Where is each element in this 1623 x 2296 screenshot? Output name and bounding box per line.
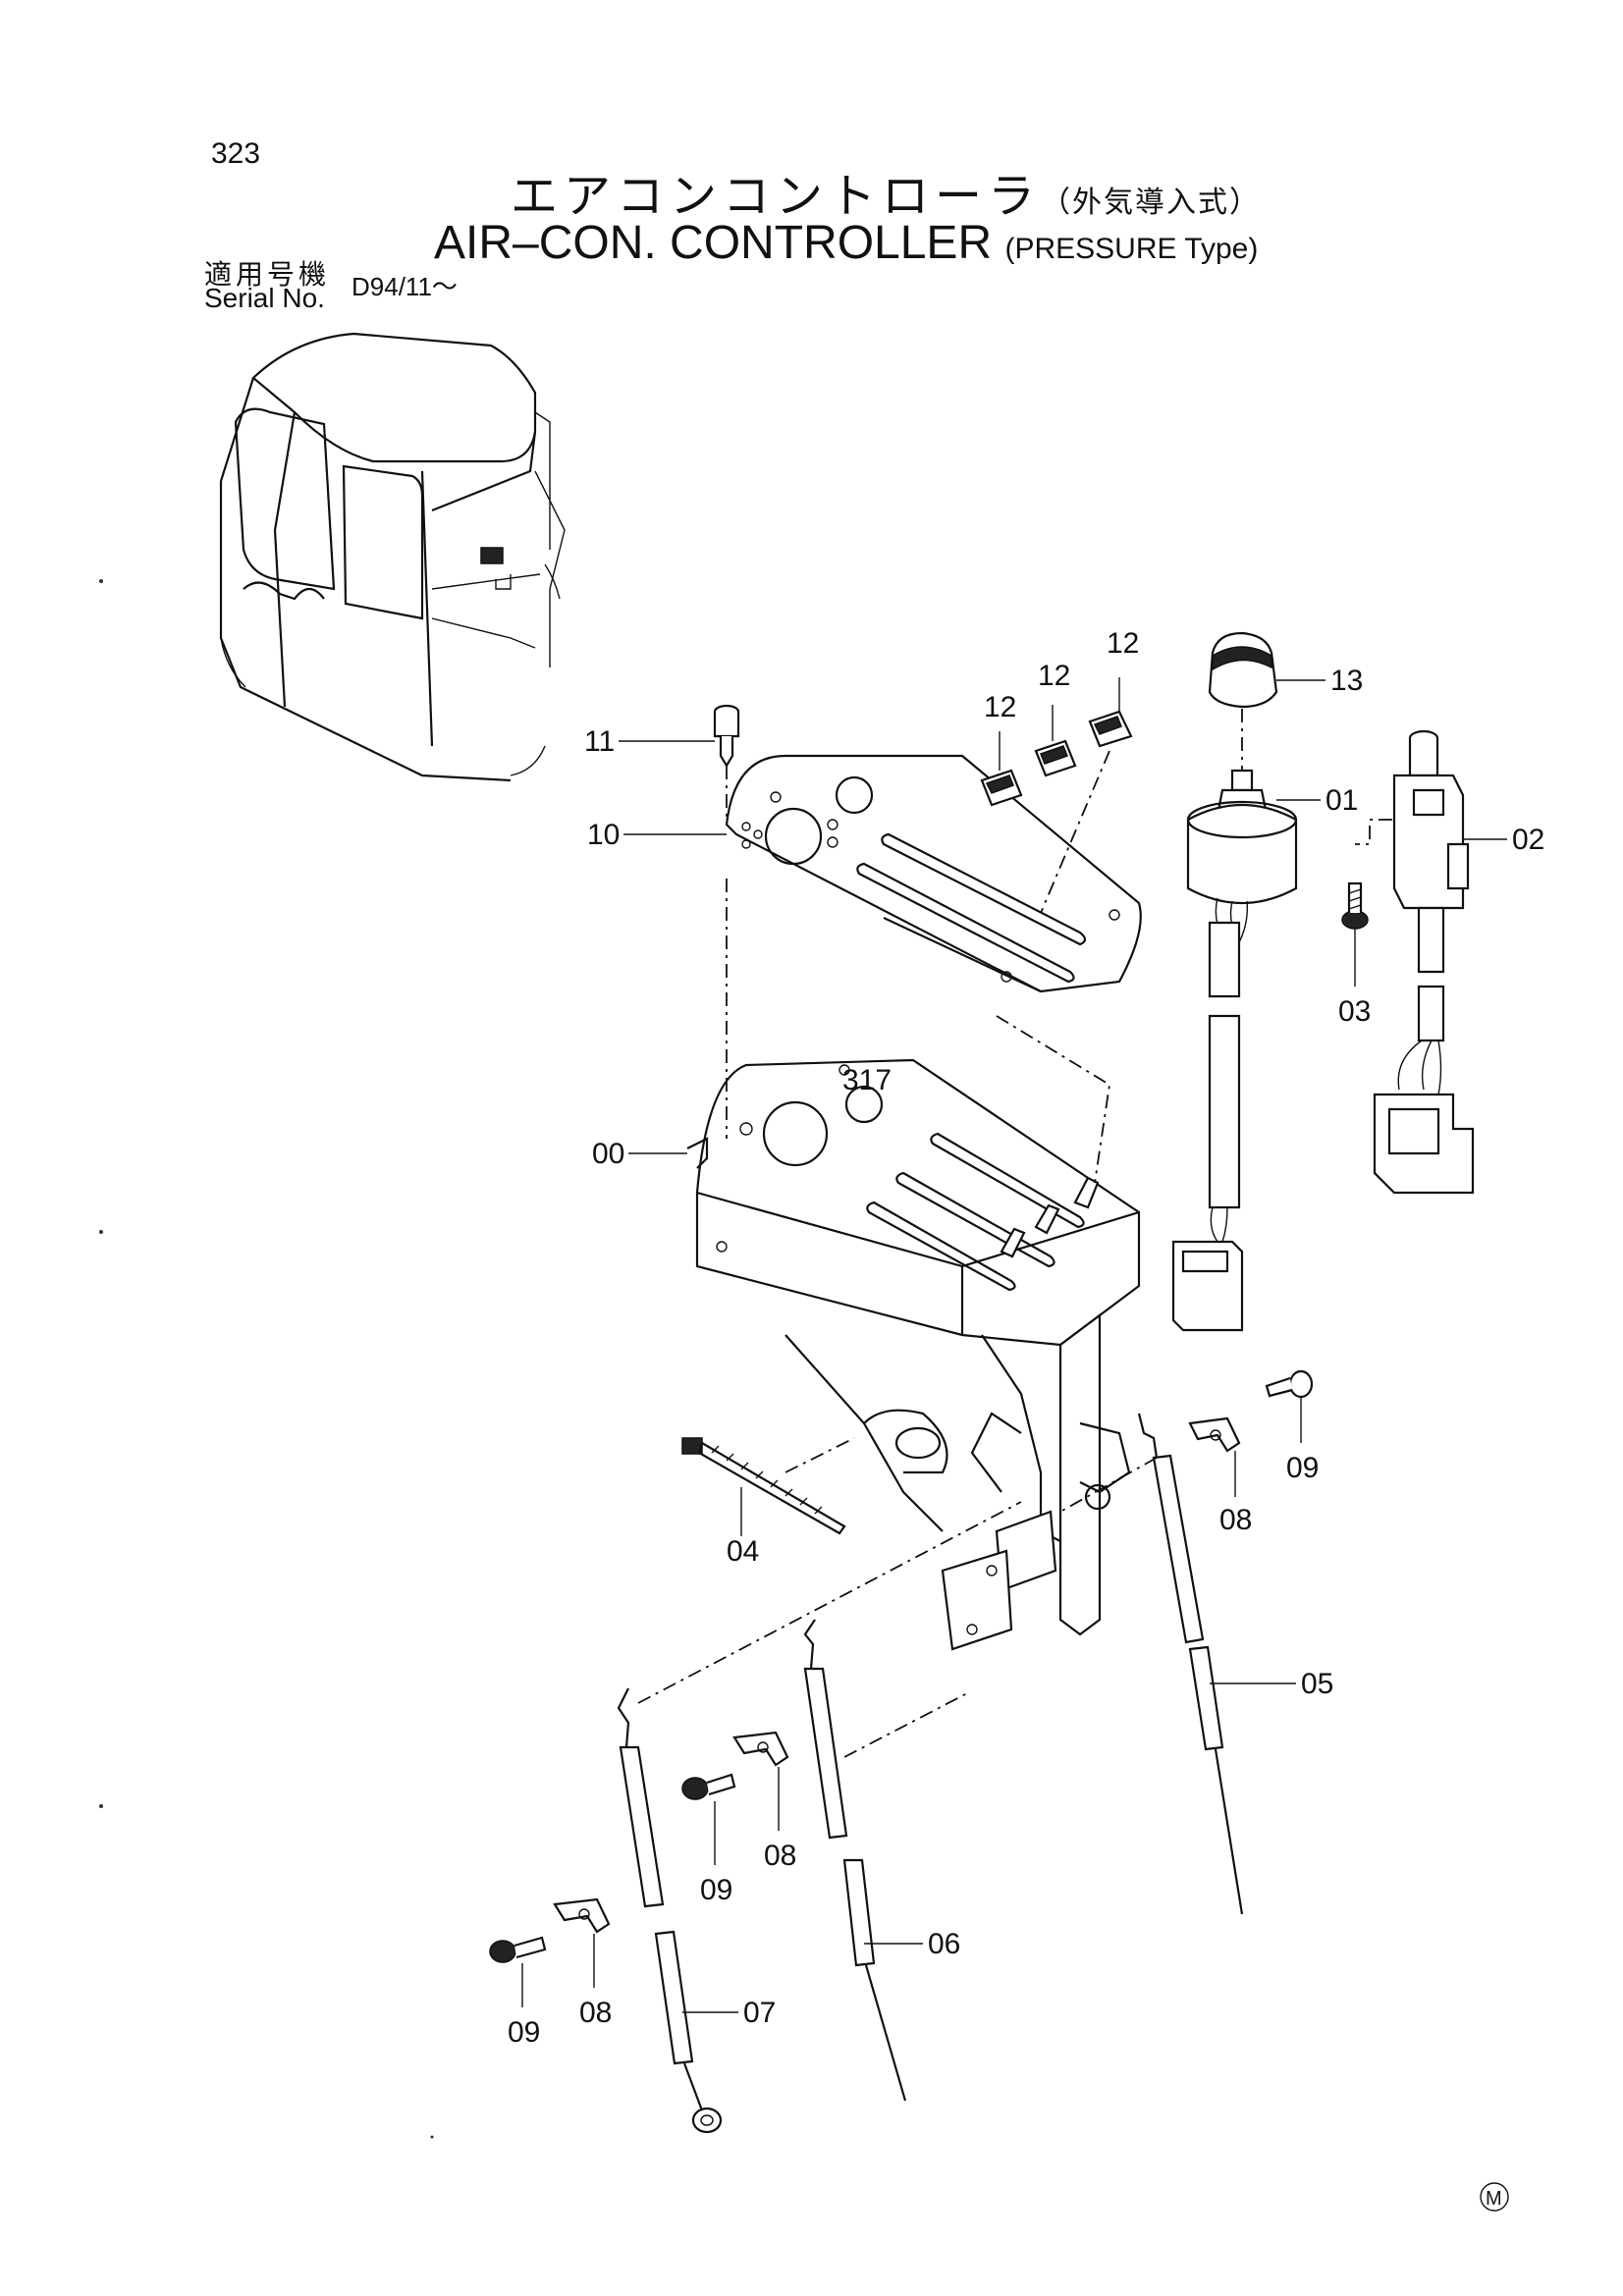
title-en-sub: (PRESSURE Type) <box>1004 233 1259 265</box>
reference-317-label: 317 <box>842 1064 892 1096</box>
part-07-cable <box>617 1501 1022 2134</box>
callouts: 12 12 12 13 11 01 02 10 03 00 09 04 08 0… <box>508 627 1544 2049</box>
mark-letter: M <box>1486 2188 1502 2210</box>
callout-12c: 12 <box>984 691 1016 723</box>
part-11-pin <box>713 704 740 823</box>
callout-11: 11 <box>584 725 615 758</box>
margin-marks <box>99 579 434 2139</box>
cab-illustration <box>219 332 566 782</box>
callout-10: 10 <box>587 819 620 851</box>
part-05-cable <box>1059 1413 1244 1915</box>
callout-01: 01 <box>1325 784 1358 817</box>
part-04-cable-tie <box>681 1437 855 1535</box>
callout-04: 04 <box>727 1535 759 1568</box>
callout-09c: 09 <box>508 2016 540 2049</box>
callout-02: 02 <box>1512 824 1544 856</box>
callout-09a: 09 <box>1286 1452 1319 1484</box>
callout-03: 03 <box>1338 995 1371 1028</box>
callout-06: 06 <box>928 1928 960 1960</box>
part-01-switch <box>1171 769 1298 1332</box>
part-03-screw <box>1341 881 1369 930</box>
part-10-panel <box>725 754 1142 993</box>
callout-13: 13 <box>1330 665 1363 697</box>
part-08-clamps <box>553 1416 1241 1934</box>
callout-09b: 09 <box>700 1874 732 1906</box>
callout-12b: 12 <box>1038 660 1070 692</box>
callout-05: 05 <box>1301 1668 1333 1700</box>
serial-label-japanese: 適用号機 <box>204 258 331 291</box>
callout-07: 07 <box>743 1997 776 2029</box>
part-00-bracket: 317 <box>686 879 1141 1347</box>
part-09-screws <box>489 1369 1314 1963</box>
part-12-knobs <box>980 710 1133 914</box>
callout-12a: 12 <box>1107 627 1139 660</box>
callout-08c: 08 <box>579 1997 612 2029</box>
title-japanese: エアコンコントローラ（外気導入式） <box>511 157 1261 226</box>
serial-label-english: Serial No. <box>204 283 325 313</box>
part-02-switch <box>1355 729 1475 1195</box>
part-06-cable <box>803 1619 968 2102</box>
title-jp-sub: （外気導入式） <box>1041 186 1262 220</box>
title-en-main: AIR–CON. CONTROLLER <box>434 217 993 269</box>
manufacturer-mark: M <box>1480 2182 1509 2212</box>
callout-08a: 08 <box>1219 1504 1252 1536</box>
title-jp-main: エアコンコントローラ <box>511 169 1042 224</box>
callout-08b: 08 <box>764 1840 796 1872</box>
serial-value: D94/11～ <box>352 272 458 301</box>
part-13-rotary-knob <box>1208 631 1278 771</box>
callout-00: 00 <box>592 1138 624 1170</box>
lower-stand <box>784 1312 1131 1651</box>
page-number: 323 <box>211 137 261 170</box>
title-english: AIR–CON. CONTROLLER (PRESSURE Type) <box>434 216 1258 270</box>
